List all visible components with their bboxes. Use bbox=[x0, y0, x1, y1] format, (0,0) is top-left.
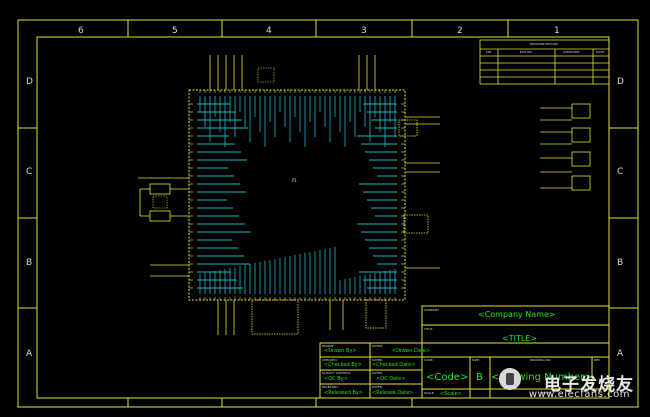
top-bypass-cap bbox=[257, 67, 275, 83]
drawn-date-value: <Drawn Date> bbox=[392, 348, 431, 354]
revision-title: REVISION RECORD bbox=[530, 42, 559, 46]
elecfans-logo-icon bbox=[499, 368, 521, 390]
col-label-3: 3 bbox=[361, 26, 367, 36]
row-label-a-right: A bbox=[617, 349, 624, 359]
title-label: TITLE: bbox=[424, 327, 434, 331]
size-label: SIZE: bbox=[472, 358, 480, 362]
scale-value: <Scale> bbox=[440, 391, 462, 397]
code-value: <Code> bbox=[426, 372, 469, 383]
released-date-value: <Release Date> bbox=[372, 390, 414, 396]
component-ref: P1 bbox=[292, 178, 297, 183]
row-label-c-left: C bbox=[26, 167, 33, 177]
drawn-value: <Drawn By> bbox=[324, 348, 357, 354]
company-value: <Company Name> bbox=[478, 310, 556, 319]
checked-date-label: DATED: bbox=[372, 358, 384, 362]
ic-pins bbox=[189, 90, 405, 300]
qc-label: QUALITY CONTROL: bbox=[322, 371, 352, 375]
right-components bbox=[398, 116, 440, 269]
qc-date-value: <QC Date> bbox=[376, 376, 406, 382]
row-label-d-left: D bbox=[26, 77, 33, 87]
code-label: CODE: bbox=[424, 358, 434, 362]
outer-frame bbox=[17, 19, 639, 408]
released-date-label: DATED: bbox=[372, 385, 384, 389]
ic-body bbox=[188, 89, 406, 301]
revision-header-ltr: LTR bbox=[486, 50, 492, 54]
col-label-5: 5 bbox=[172, 26, 178, 36]
drawn-label: DRAWN: bbox=[322, 344, 335, 348]
qc-date-label: DATED: bbox=[372, 371, 384, 375]
title-value: <TITLE> bbox=[502, 334, 538, 343]
zone-ticks bbox=[18, 20, 638, 407]
revision-header-approved: APPROVED: bbox=[563, 50, 581, 54]
checked-value: <Checked By> bbox=[324, 362, 362, 368]
watermark-brand: 电子发烧友 bbox=[544, 375, 634, 394]
title-block-frame bbox=[319, 305, 610, 399]
revision-header-eco: ECO NO: bbox=[520, 50, 533, 54]
rev-label: REV: bbox=[594, 358, 601, 362]
bottom-components bbox=[217, 299, 387, 335]
col-label-6: 6 bbox=[78, 26, 84, 36]
released-label: RELEASED: bbox=[322, 385, 339, 389]
qc-value: <QC By> bbox=[324, 376, 348, 382]
drawn-date-label: DATED: bbox=[372, 344, 384, 348]
col-label-2: 2 bbox=[457, 26, 463, 36]
col-label-1: 1 bbox=[554, 26, 560, 36]
row-label-a-left: A bbox=[26, 349, 33, 359]
right-connector-column bbox=[540, 103, 591, 191]
released-value: <Released By> bbox=[324, 390, 364, 396]
drawing-no-value: <Drawing Number> bbox=[491, 372, 593, 383]
watermark-url: www.elecfans.com bbox=[528, 389, 630, 400]
company-label: COMPANY: bbox=[424, 308, 440, 312]
left-crystal bbox=[152, 195, 168, 209]
row-label-c-right: C bbox=[617, 167, 624, 177]
col-label-4: 4 bbox=[266, 26, 272, 36]
size-value: B bbox=[476, 372, 483, 383]
top-net-pins bbox=[209, 55, 376, 90]
revision-table bbox=[479, 39, 610, 85]
row-label-d-right: D bbox=[617, 77, 624, 87]
scale-label: SCALE: bbox=[424, 391, 435, 395]
left-components bbox=[138, 177, 189, 277]
checked-label: CHECKED: bbox=[322, 358, 338, 362]
row-label-b-right: B bbox=[617, 258, 624, 268]
revision-header-date: DATE: bbox=[596, 50, 605, 54]
checked-date-value: <Checked Date> bbox=[372, 362, 416, 368]
sheet-label: SHEET: bbox=[540, 391, 551, 395]
drawing-no-label: DRAWING NO: bbox=[530, 358, 552, 362]
row-label-b-left: B bbox=[26, 258, 33, 268]
